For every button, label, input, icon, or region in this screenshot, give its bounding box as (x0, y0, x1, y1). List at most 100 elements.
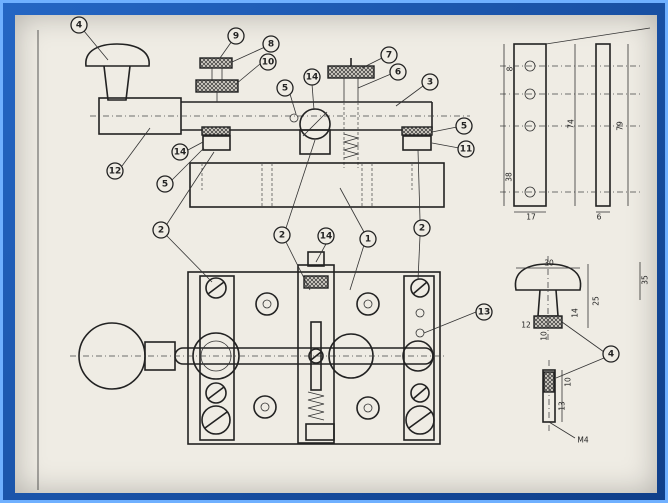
pivot-shaft (310, 321, 322, 391)
bar-screw-5-slot (412, 386, 428, 400)
callout-number: 14 (306, 73, 319, 83)
callout-c5a: 5 (276, 79, 294, 97)
callout-circle (317, 227, 335, 245)
rear-lever-end (402, 340, 434, 372)
tension-spring (342, 133, 360, 159)
front-screw-shank (211, 67, 223, 81)
callout-c2c: 2 (413, 219, 431, 237)
tension-adjust-nut (327, 65, 375, 79)
callout-circle (602, 345, 620, 363)
callout-c5c: 5 (156, 175, 174, 193)
screw-detail-leader (548, 421, 576, 439)
pivot-slot-line (302, 111, 328, 137)
dimension-d30: 30 (544, 259, 554, 268)
callout-c8: 8 (262, 35, 280, 53)
dimension-d10b: 10 (564, 377, 573, 387)
callout-circle (359, 230, 377, 248)
callout-number: 2 (419, 224, 425, 234)
front-adjust-nut (195, 79, 239, 93)
dimension-dM4: M4 (577, 436, 588, 445)
dimension-d6: 6 (597, 213, 602, 222)
pivot-center-slot (310, 351, 322, 361)
rear-contact-bar (403, 275, 435, 441)
dimension-d79: 79 (616, 121, 625, 131)
dimension-d8: 8 (506, 66, 515, 71)
callout-c6: 6 (389, 63, 407, 81)
callout-number: 6 (395, 68, 401, 78)
callout-c4b: 4 (602, 345, 620, 363)
callout-circle (156, 175, 174, 193)
callout-number: 10 (262, 58, 275, 68)
mount-hole-3-inner (260, 402, 270, 412)
callout-c11: 11 (457, 140, 475, 158)
callout-number: 5 (162, 180, 168, 190)
bar-screw-1-slot (207, 281, 225, 295)
callout-circle (475, 303, 493, 321)
front-contact-post (202, 135, 231, 151)
knob-detail-cap (514, 263, 582, 291)
callout-number: 3 (427, 78, 433, 88)
callout-circle (106, 162, 124, 180)
dimension-d74a: 74 (567, 119, 576, 129)
pivot-pin-circle (289, 113, 299, 123)
callout-c1: 1 (359, 230, 377, 248)
callout-c2a: 2 (152, 221, 170, 239)
callout-c2b: 2 (273, 226, 291, 244)
callout-c7: 7 (380, 46, 398, 64)
bar-small-hole-2 (415, 328, 425, 338)
callout-c14a: 14 (303, 68, 321, 86)
bar-screw-6 (405, 405, 435, 435)
pivot-top-screw (307, 251, 325, 267)
tension-screw-shank (343, 77, 359, 103)
dimension-d35: 35 (641, 275, 650, 285)
return-spring-plan (307, 391, 325, 421)
base-plate-plan (187, 271, 441, 445)
drawing-sheet (15, 15, 657, 493)
front-adjust-nut-top (199, 57, 233, 69)
callout-circle (303, 68, 321, 86)
dimension-d13: 13 (558, 401, 567, 411)
dimension-d10: 10 (540, 331, 549, 341)
bar-screw-3-slot (204, 411, 228, 429)
callout-circle (457, 140, 475, 158)
bar-screw-4 (410, 278, 430, 298)
bar-screw-5 (410, 383, 430, 403)
callout-circle (227, 27, 245, 45)
callout-number: 7 (386, 51, 392, 61)
dimension-d14: 14 (571, 308, 580, 318)
callout-circle (262, 35, 280, 53)
front-contact-bar (199, 275, 235, 441)
plan-view (70, 251, 445, 445)
callout-c5b: 5 (455, 117, 473, 135)
dimension-d25: 25 (592, 296, 601, 306)
callout-number: 2 (158, 226, 164, 236)
callout-number: 14 (320, 232, 333, 242)
callout-circle (413, 219, 431, 237)
mount-hole-4-inner (363, 403, 373, 413)
callout-c10: 10 (259, 53, 277, 71)
callout-c9: 9 (227, 27, 245, 45)
bar-screw-6-slot (408, 411, 432, 429)
callout-number: 5 (461, 122, 467, 132)
contact-bar-detail (500, 27, 651, 213)
side-elevation-view (85, 43, 470, 208)
knob-detail (514, 256, 589, 340)
dimension-d38: 38 (505, 172, 514, 182)
mount-hole-4 (356, 396, 380, 420)
callout-circle (421, 73, 439, 91)
rear-contact-washer (401, 126, 433, 136)
callout-circle (70, 16, 88, 34)
bar-detail-leader (545, 27, 651, 45)
rear-contact-post (402, 135, 432, 151)
mount-hole-2 (356, 292, 380, 316)
callout-number: 13 (478, 308, 491, 318)
leader-lines (83, 30, 605, 379)
pivot-top-nut (303, 275, 329, 289)
dimension-d17: 17 (526, 213, 536, 222)
callout-circle (273, 226, 291, 244)
callout-number: 4 (608, 350, 614, 360)
mount-hole-2-inner (363, 299, 373, 309)
bar-screw-2 (205, 382, 227, 404)
